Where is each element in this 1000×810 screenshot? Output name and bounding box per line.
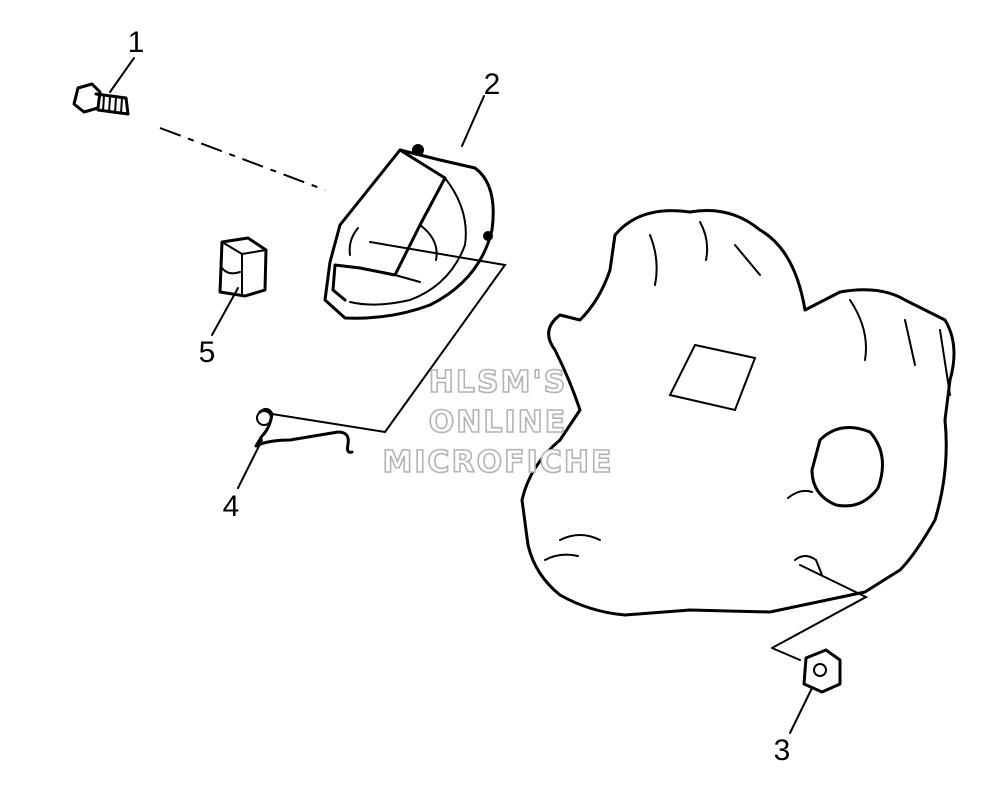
watermark-line-3: MICROFICHE (383, 445, 614, 480)
callout-2: 2 (484, 68, 501, 101)
callout-1: 1 (128, 26, 145, 59)
alignment-lines (159, 127, 869, 661)
leader-lines (109, 57, 813, 734)
cover-part (323, 144, 495, 320)
watermark-line-2: ONLINE (429, 405, 568, 440)
bolt-part (72, 82, 130, 116)
engine-block (520, 208, 956, 617)
callout-4: 4 (223, 490, 240, 523)
callout-5: 5 (199, 336, 216, 369)
spring-wire-part (254, 407, 354, 454)
callout-3: 3 (774, 734, 791, 767)
nut-part (802, 648, 842, 694)
clip-part (218, 236, 268, 298)
watermark-line-1: HLSM'S (429, 365, 567, 400)
